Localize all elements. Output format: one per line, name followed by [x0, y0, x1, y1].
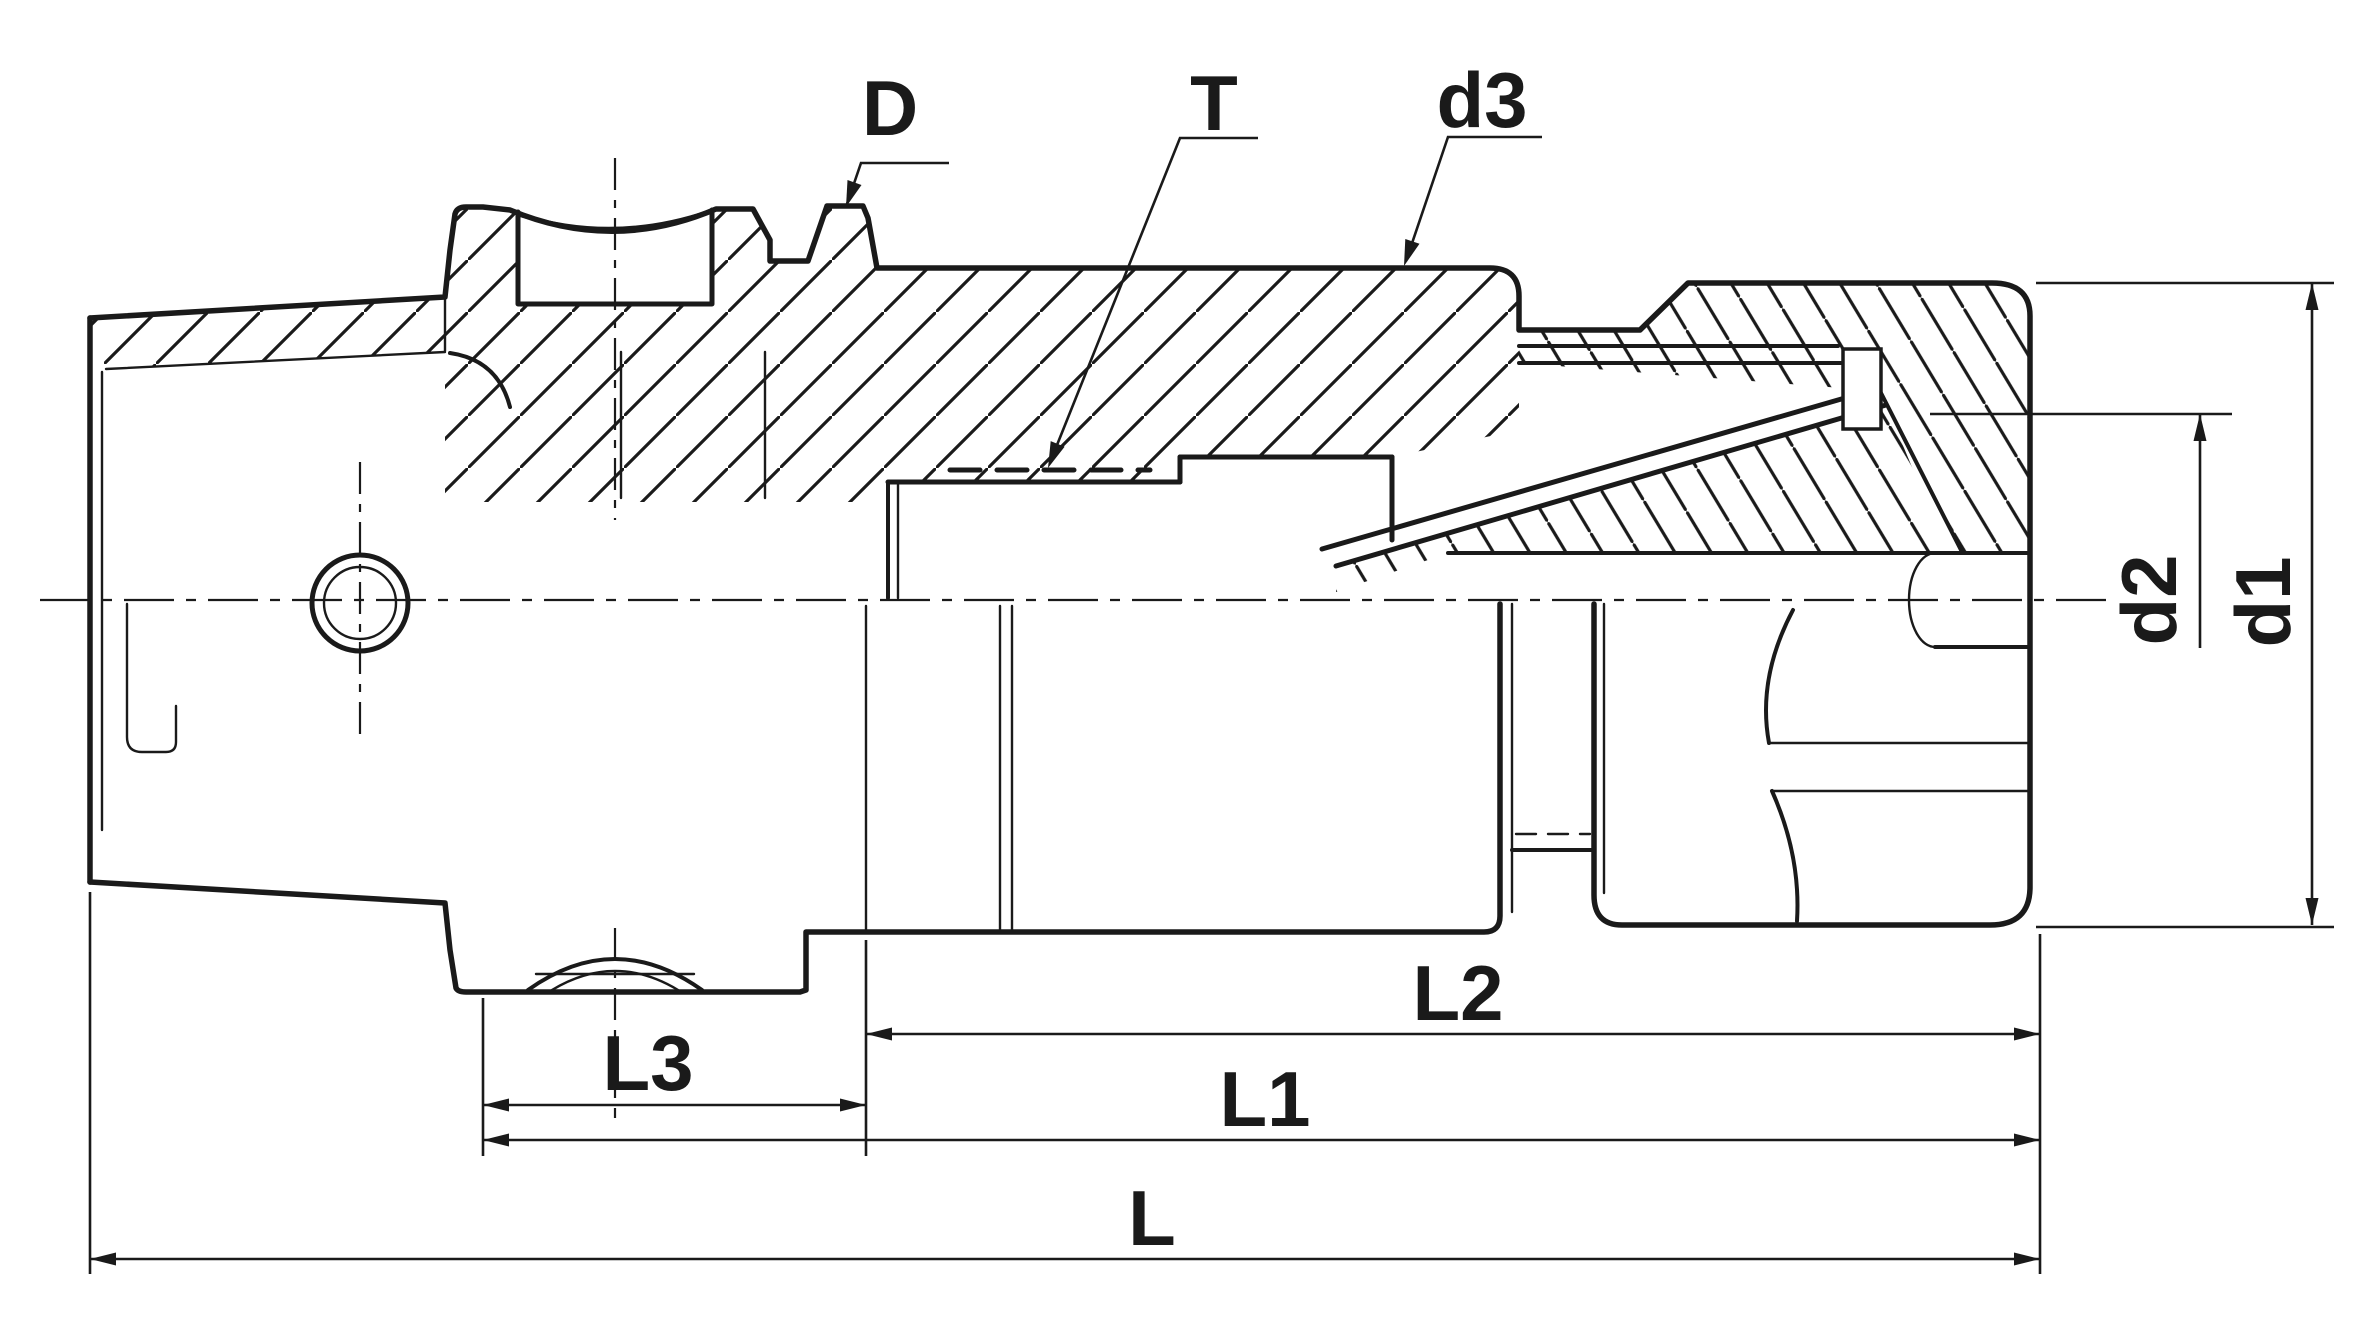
shank-inner-taper [104, 350, 447, 371]
upper-silhouette [87, 203, 2033, 928]
callout-d3: d3 [1404, 56, 1542, 266]
nut-inner-cone [1878, 389, 1964, 554]
collet-taper-line-2 [1333, 402, 1889, 569]
dim-label-L2: L2 [1412, 949, 1503, 1037]
dimension-d2: d2 [2105, 414, 2207, 648]
arrowhead [2193, 414, 2207, 441]
dimension-d1: d1 [2219, 283, 2319, 925]
leader-line-d3 [1404, 135, 1542, 262]
arrowhead [840, 1098, 866, 1112]
arrowhead [483, 1098, 509, 1112]
arrowhead [846, 180, 862, 207]
nut-slot [1841, 347, 1883, 431]
wrench-flat-arc-top [1764, 608, 1795, 745]
arrowhead [2014, 1252, 2040, 1266]
callout-T: T [1048, 59, 1258, 468]
dimension-L3: L3 [483, 1019, 866, 1112]
gripper-groove-inner-arc [518, 210, 710, 231]
dimensions: L3 L2 L1 L d2 [88, 56, 2334, 1274]
dimension-L2: L2 [866, 949, 2040, 1041]
flange-fillet [448, 351, 512, 409]
coolant-channel [125, 602, 178, 754]
leader-line-T [1049, 136, 1258, 461]
arrowhead [90, 1252, 116, 1266]
arrowhead [1048, 441, 1065, 468]
arrowhead [866, 1027, 892, 1041]
dim-label-d2: d2 [2105, 554, 2193, 645]
dim-label-L1: L1 [1219, 1055, 1310, 1143]
callout-label-d3: d3 [1436, 56, 1527, 144]
arrowhead [483, 1133, 509, 1147]
dimension-L: L [90, 1174, 2040, 1266]
leader-line-D [845, 161, 949, 205]
lower-silhouette [87, 601, 1503, 995]
dim-label-L3: L3 [602, 1019, 693, 1107]
arrowhead [2305, 898, 2319, 925]
callout-label-T: T [1190, 59, 1238, 147]
dimension-L1: L1 [483, 1055, 2040, 1147]
wrench-flat-arc-bottom [1770, 789, 1800, 923]
arrowhead [1404, 239, 1420, 266]
callout-label-D: D [862, 64, 918, 152]
dim-label-L: L [1128, 1174, 1176, 1262]
section-hatching [90, 206, 2030, 592]
dim-label-d1: d1 [2219, 556, 2307, 647]
hatch-nut [1519, 283, 2030, 553]
callout-D: D [845, 64, 949, 207]
arrowhead [2014, 1133, 2040, 1147]
collet-taper-line-1 [1319, 386, 1879, 552]
part-outline [87, 203, 2033, 995]
hatch-collet [1336, 405, 1948, 592]
arrowhead [2305, 283, 2319, 310]
arrowhead [2014, 1027, 2040, 1041]
centerlines [40, 158, 2110, 1118]
